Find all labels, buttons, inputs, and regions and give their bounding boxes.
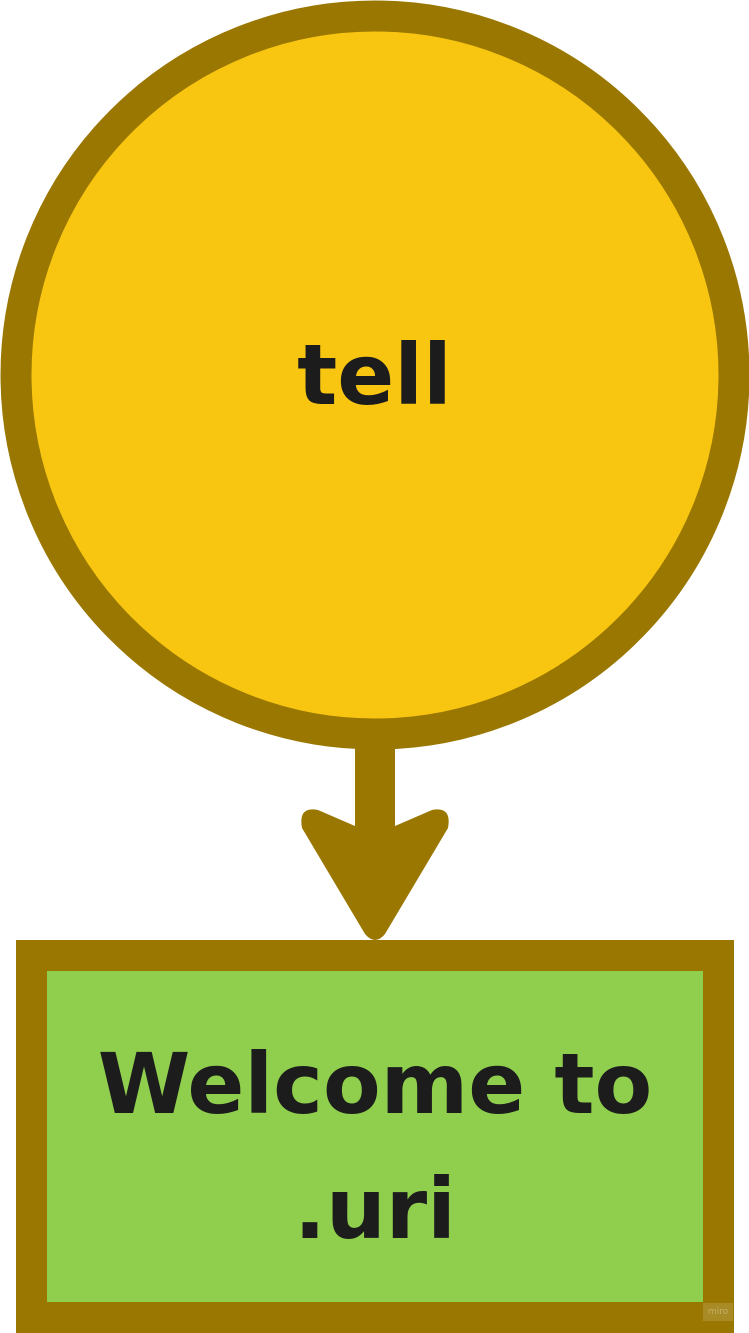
arrow-head <box>301 809 449 940</box>
watermark-logo: miro <box>703 1303 733 1321</box>
circle-node[interactable] <box>0 0 749 750</box>
rectangle-node-label: Welcome to .uri <box>97 1035 653 1258</box>
arrow-shaft <box>355 748 395 838</box>
circle-node-label: tell <box>297 326 452 424</box>
rectangle-node[interactable] <box>16 940 734 1333</box>
